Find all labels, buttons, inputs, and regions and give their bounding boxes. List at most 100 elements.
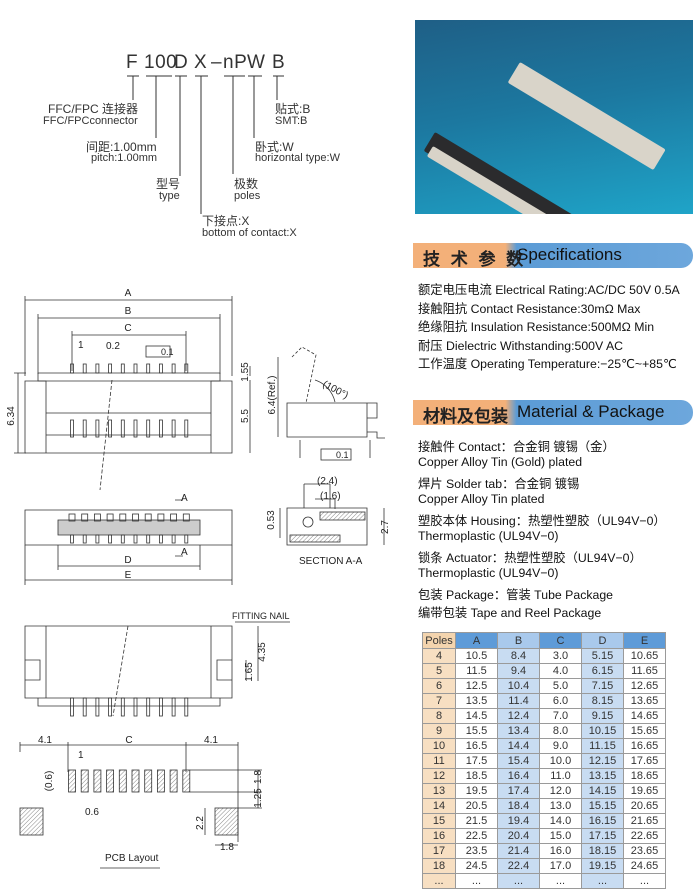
table-cell: 17.4 (497, 783, 540, 799)
contact-window (68, 513, 76, 522)
table-cell: ... (422, 873, 456, 889)
table-cell: 7.0 (539, 708, 582, 724)
pin (158, 697, 163, 717)
material-header: 材料及包装 Material & Package (413, 400, 693, 426)
table-cell: 10.5 (455, 648, 498, 664)
table-cell: 16.4 (497, 768, 540, 784)
pcb-pitch: 1 (78, 750, 84, 761)
pin (108, 697, 112, 717)
table-cell: 15.4 (497, 753, 540, 769)
pcb-pad (80, 769, 89, 793)
dim-e-label: E (125, 570, 132, 581)
top-view (14, 296, 251, 491)
table-cell: 21.5 (455, 813, 498, 829)
table-cell: 16 (422, 828, 456, 844)
label-smt-cn: 贴式:B (275, 102, 311, 116)
pin (184, 534, 189, 544)
pin (146, 697, 151, 717)
pin (171, 363, 176, 374)
label-ffc-cn: FFC/FPC 连接器 (48, 102, 138, 116)
pcb-dim-3: 2.2 (195, 816, 206, 830)
table-cell: 23.5 (455, 843, 498, 859)
table-cell: 13 (422, 783, 456, 799)
table-cell: 14 (422, 798, 456, 814)
table-cell: 19.65 (623, 783, 666, 799)
dim-d-label: D (124, 555, 131, 566)
table-cell: 12 (422, 768, 456, 784)
table-cell: 17 (422, 843, 456, 859)
table-cell: 4.0 (539, 663, 582, 679)
table-cell: 9.4 (497, 663, 540, 679)
table-cell: 24.65 (623, 858, 666, 874)
label-contact-en: bottom of contact:X (202, 227, 297, 239)
label-type-en: type (159, 190, 180, 202)
contact-window (132, 513, 139, 522)
table-cell: 15.0 (539, 828, 582, 844)
section-dim-1: (2.4) (317, 476, 338, 487)
pcb-pad (118, 769, 127, 793)
table-cell: 20.4 (497, 828, 540, 844)
contact-window (81, 513, 89, 522)
table-row: .................. (422, 873, 666, 889)
label-poles-cn: 极数 (234, 177, 259, 191)
bottom-view (24, 499, 233, 585)
label-pitch-en: pitch:1.00mm (91, 152, 158, 164)
table-cell: 8.15 (581, 693, 624, 709)
dim-a-label: A (125, 288, 132, 299)
pn-segment-smt: B (272, 52, 286, 73)
pn-leader-lines (127, 75, 284, 214)
pin (108, 534, 112, 544)
pin (133, 534, 138, 544)
table-cell: 6.0 (539, 693, 582, 709)
pin (184, 419, 189, 438)
material-line: 锁条 Actuator：热塑性塑胶（UL94V−0） (418, 551, 642, 565)
contact-window (182, 513, 190, 522)
dim-h2: 5.5 (240, 409, 251, 423)
section-mark-bottom: A (181, 547, 188, 558)
flatness-label: 0.1 (161, 347, 174, 357)
pn-segment-dash: – (211, 52, 223, 73)
table-cell: 13.15 (581, 768, 624, 784)
pin (146, 419, 151, 438)
table-cell: 9.15 (581, 708, 624, 724)
table-cell: 19.5 (455, 783, 498, 799)
table-cell: 12.65 (623, 678, 666, 694)
table-cell: 16.5 (455, 738, 498, 754)
pin (70, 419, 74, 438)
table-cell: 12.4 (497, 708, 540, 724)
table-cell: 11.65 (623, 663, 666, 679)
table-cell: 5.0 (539, 678, 582, 694)
section-title: SECTION A-A (299, 556, 363, 567)
spec-line: 接触阻抗 Contact Resistance:30mΩ Max (418, 302, 641, 316)
material-title-en: Material & Package (517, 402, 665, 421)
pin (120, 363, 125, 374)
table-cell: 11.5 (455, 663, 498, 679)
table-cell: 15.65 (623, 723, 666, 739)
pin (120, 419, 125, 438)
table-cell: 9 (422, 723, 456, 739)
material-line: 焊片 Solder tab：合金铜 镀锡 (418, 477, 580, 491)
table-cell: 15.5 (455, 723, 498, 739)
dim-c-label: C (124, 323, 131, 334)
contact-window (106, 513, 114, 522)
pcb-pad (68, 769, 76, 793)
table-cell: 20.5 (455, 798, 498, 814)
pin (171, 697, 176, 717)
label-type-cn: 型号 (156, 177, 181, 191)
pin (120, 697, 125, 717)
table-cell: 18.15 (581, 843, 624, 859)
connector-housing-2 (507, 62, 666, 171)
pcb-left-dim: 4.1 (38, 735, 52, 746)
table-cell: 21.65 (623, 813, 666, 829)
column-header-d: D (581, 632, 624, 649)
pin (171, 534, 176, 544)
